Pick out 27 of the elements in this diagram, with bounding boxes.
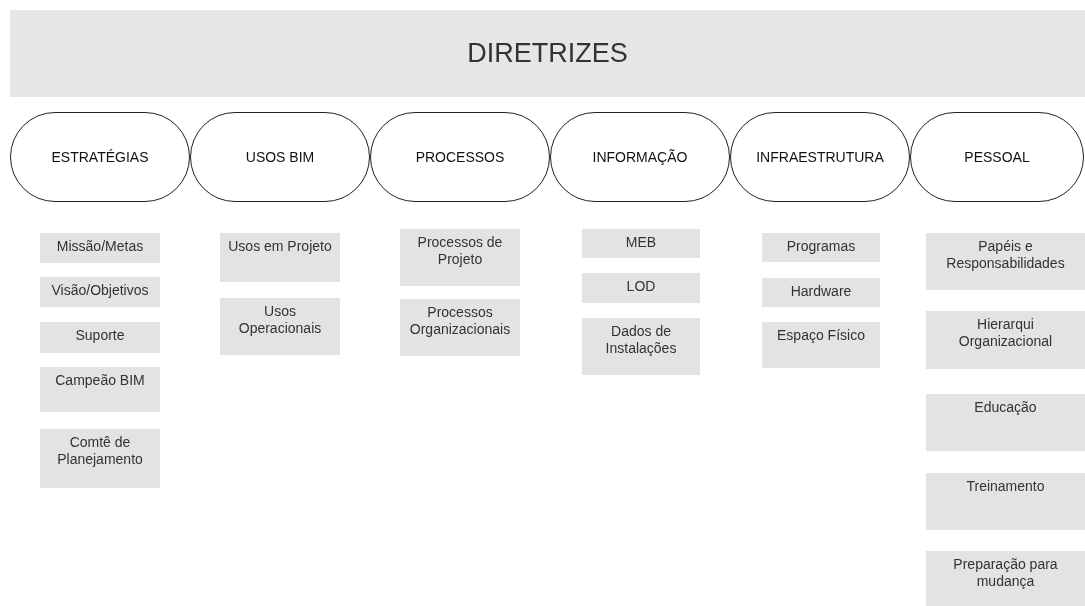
topic-box: Campeão BIM: [40, 367, 160, 412]
topic-box: Hardware: [762, 278, 880, 307]
topic-box: Programas: [762, 233, 880, 262]
topic-box: Missão/Metas: [40, 233, 160, 263]
topic-box: Dados de Instalações: [582, 318, 700, 375]
category-pill: INFORMAÇÃO: [550, 112, 730, 202]
category-pill: PESSOAL: [910, 112, 1084, 202]
topic-box: Educação: [926, 394, 1085, 451]
topic-box: Espaço Físico: [762, 322, 880, 368]
category-pill: ESTRATÉGIAS: [10, 112, 190, 202]
topic-box: LOD: [582, 273, 700, 303]
topic-box: Processos de Projeto: [400, 229, 520, 286]
category-pill: USOS BIM: [190, 112, 370, 202]
category-pill: INFRAESTRUTURA: [730, 112, 910, 202]
topic-box: Visão/Objetivos: [40, 277, 160, 307]
topic-box: Usos em Projeto: [220, 233, 340, 282]
topic-box: MEB: [582, 229, 700, 258]
topic-box: Treinamento: [926, 473, 1085, 530]
topic-box: Hierarqui Organizacional: [926, 311, 1085, 369]
topic-box: Usos Operacionais: [220, 298, 340, 355]
category-pill: PROCESSOS: [370, 112, 550, 202]
topic-box: Processos Organizacionais: [400, 299, 520, 356]
topic-box: Preparação para mudança: [926, 551, 1085, 606]
topic-box: Comtê de Planejamento: [40, 429, 160, 488]
topic-box: Suporte: [40, 322, 160, 353]
title-banner: DIRETRIZES: [10, 10, 1085, 97]
topic-box: Papéis e Responsabilidades: [926, 233, 1085, 290]
